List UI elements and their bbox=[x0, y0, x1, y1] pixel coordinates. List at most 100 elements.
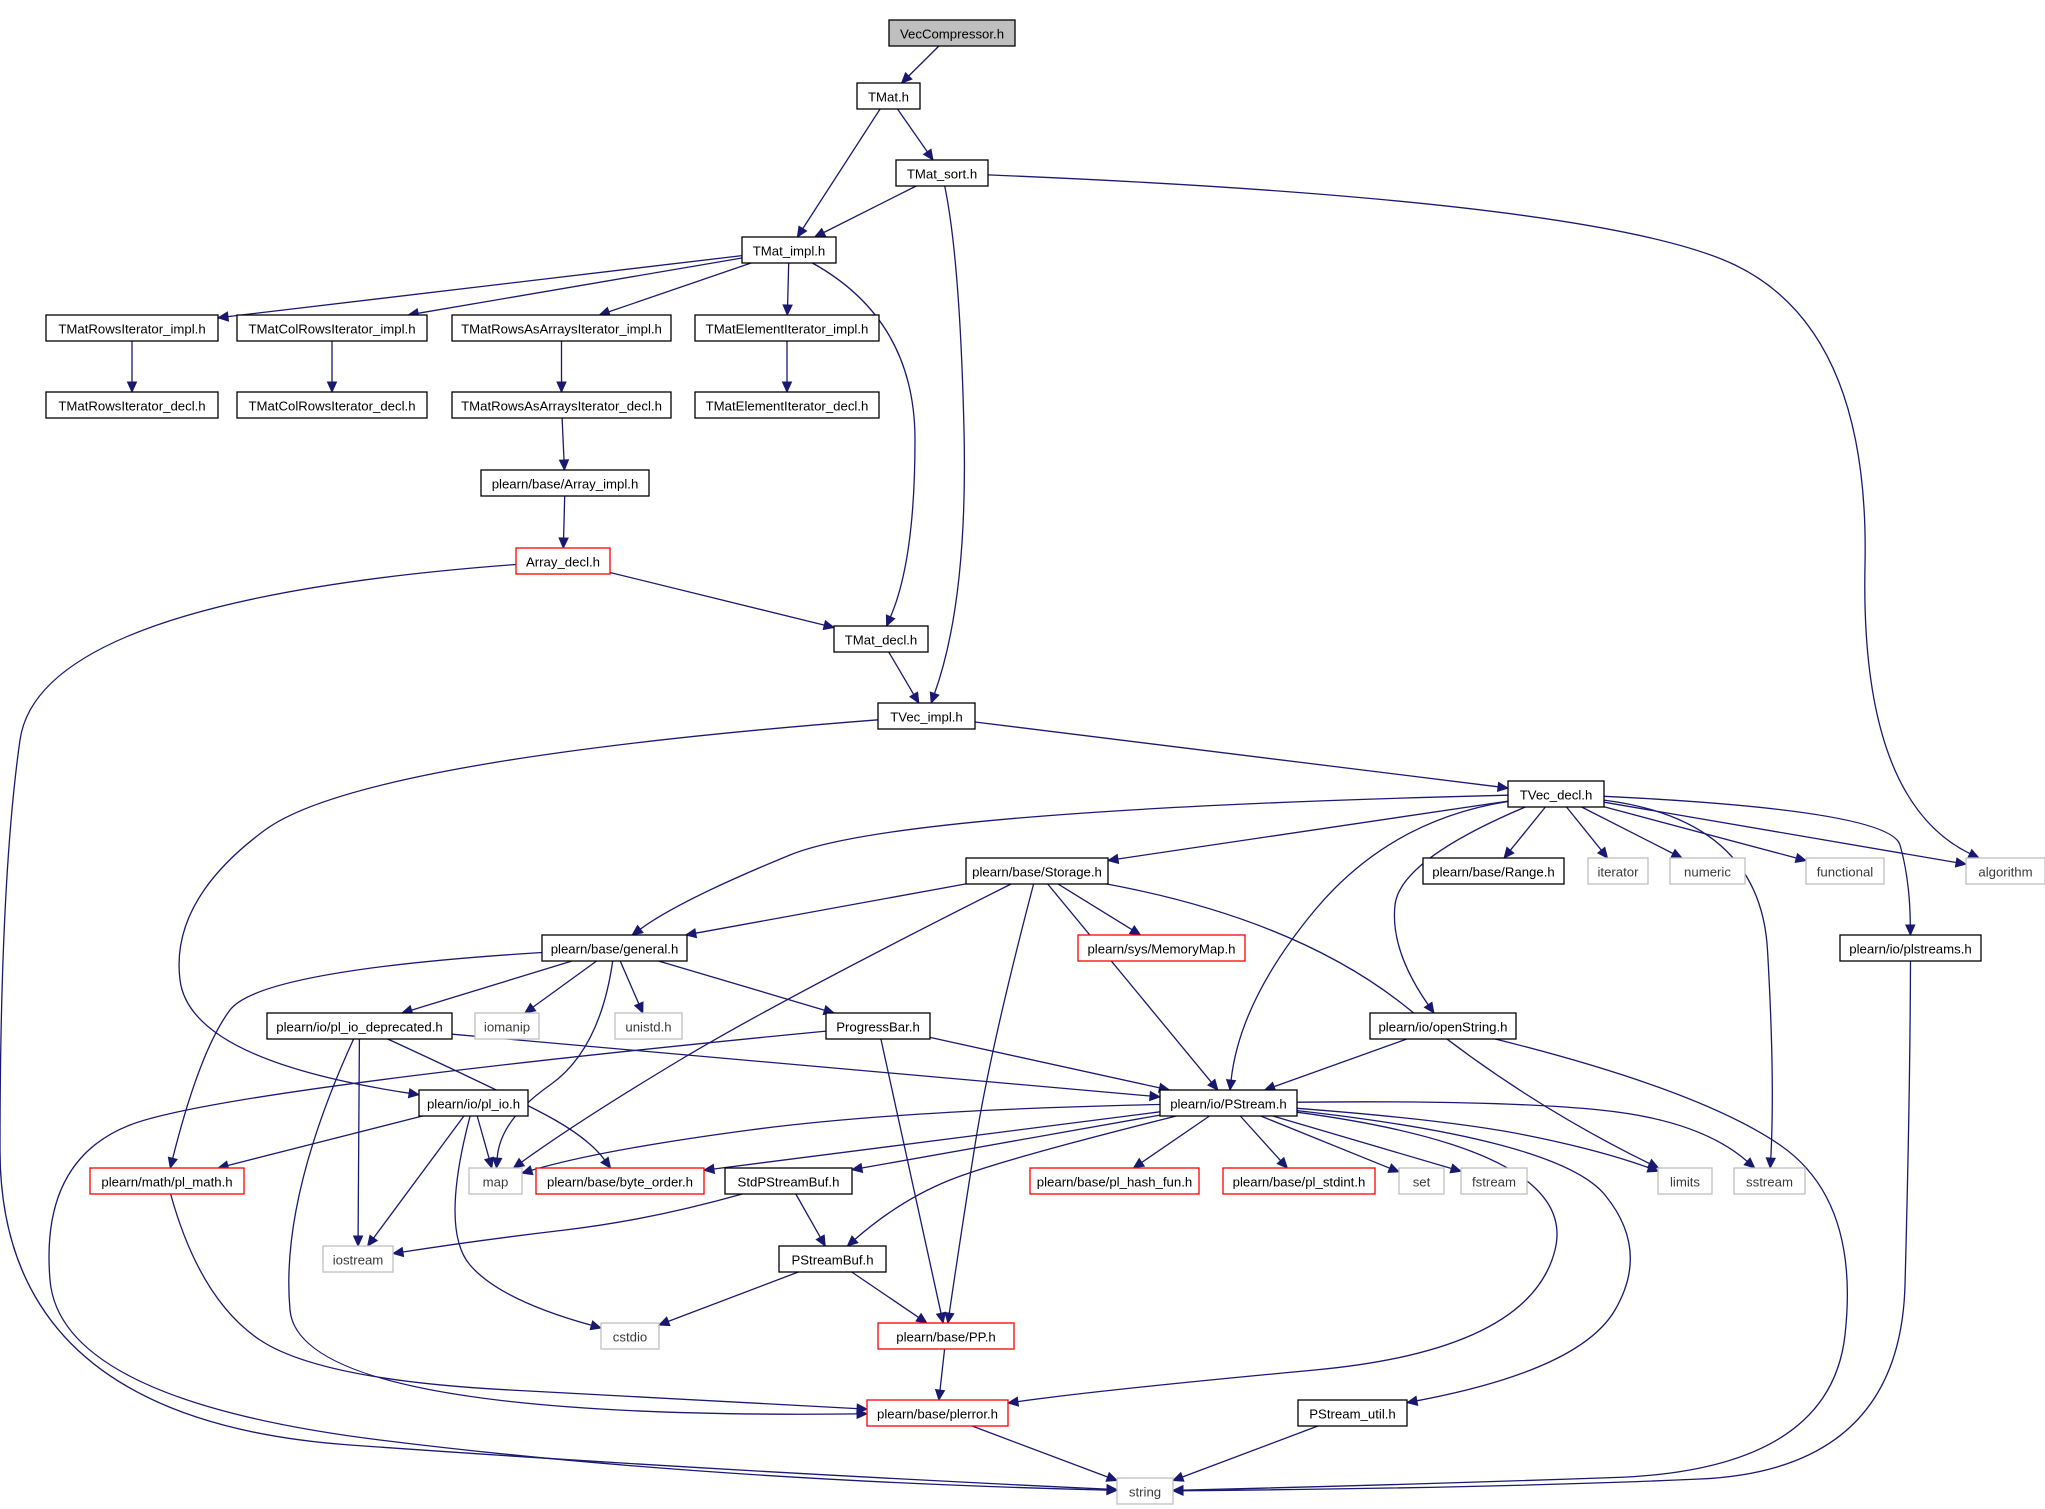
edge-TMatRowsAsArraysIterator_decl-to-Array_impl bbox=[558, 417, 570, 472]
node-box bbox=[724, 1167, 853, 1195]
node-TMatRowsAsArraysIterator_decl[interactable]: TMatRowsAsArraysIterator_decl.h bbox=[451, 391, 672, 419]
arrowhead bbox=[850, 1162, 864, 1174]
node-box bbox=[418, 1089, 529, 1117]
arrowhead bbox=[1106, 853, 1120, 865]
node-set[interactable]: set bbox=[1398, 1167, 1445, 1195]
node-general[interactable]: plearn/base/general.h bbox=[541, 934, 688, 962]
edge-line bbox=[896, 108, 928, 153]
arrowhead bbox=[1765, 1157, 1776, 1170]
node-label: iostream bbox=[333, 1253, 384, 1268]
node-iomanip[interactable]: iomanip bbox=[474, 1012, 540, 1040]
node-string[interactable]: string bbox=[1116, 1477, 1174, 1505]
edge-line bbox=[658, 960, 825, 1011]
edge-line bbox=[933, 185, 966, 694]
arrowhead bbox=[813, 227, 827, 238]
arrowhead bbox=[934, 1389, 946, 1402]
node-Array_decl[interactable]: Array_decl.h bbox=[515, 547, 611, 575]
node-numeric[interactable]: numeric bbox=[1669, 857, 1746, 885]
arrowhead bbox=[944, 1311, 955, 1325]
edge-pl_io-to-map bbox=[476, 1115, 495, 1170]
node-sstream[interactable]: sstream bbox=[1733, 1167, 1806, 1195]
node-PStreamBuf[interactable]: PStreamBuf.h bbox=[778, 1245, 887, 1273]
arrowhead bbox=[815, 1234, 826, 1248]
node-TMatElementIterator_impl[interactable]: TMatElementIterator_impl.h bbox=[694, 314, 880, 342]
edge-TVec_decl-to-algorithm bbox=[1603, 801, 1968, 868]
arrowhead bbox=[915, 1312, 928, 1324]
node-TMat[interactable]: TMat.h bbox=[856, 82, 921, 110]
node-map[interactable]: map bbox=[468, 1167, 523, 1195]
node-pl_io_deprecated[interactable]: plearn/io/pl_io_deprecated.h bbox=[266, 1012, 453, 1040]
node-box bbox=[1398, 1167, 1445, 1195]
node-label: VecCompressor.h bbox=[900, 27, 1004, 42]
node-TMatColRowsIterator_impl[interactable]: TMatColRowsIterator_impl.h bbox=[236, 314, 428, 342]
arrowhead bbox=[846, 1235, 859, 1247]
node-TMat_sort[interactable]: TMat_sort.h bbox=[895, 159, 989, 187]
edge-line bbox=[1393, 806, 1526, 1006]
node-box bbox=[45, 314, 219, 342]
node-PStream_util[interactable]: PStream_util.h bbox=[1297, 1399, 1408, 1427]
edge-line bbox=[417, 257, 743, 314]
edge-line bbox=[1581, 806, 1674, 855]
arrowhead bbox=[856, 1403, 869, 1414]
node-label: limits bbox=[1670, 1175, 1700, 1190]
edge-line bbox=[1296, 1109, 1631, 1402]
node-TMatRowsIterator_impl[interactable]: TMatRowsIterator_impl.h bbox=[45, 314, 219, 342]
node-MemoryMap[interactable]: plearn/sys/MemoryMap.h bbox=[1077, 934, 1246, 962]
edge-PStream-to-plerror bbox=[1006, 1111, 1558, 1407]
edge-line bbox=[172, 951, 543, 1159]
node-box bbox=[45, 391, 219, 419]
node-cstdio[interactable]: cstdio bbox=[600, 1322, 660, 1350]
node-PP[interactable]: plearn/base/PP.h bbox=[877, 1322, 1015, 1350]
node-TVec_impl[interactable]: TVec_impl.h bbox=[877, 702, 976, 730]
node-Range[interactable]: plearn/base/Range.h bbox=[1422, 857, 1565, 885]
node-label: PStream_util.h bbox=[1309, 1407, 1396, 1422]
node-box bbox=[236, 314, 428, 342]
edge-line bbox=[1509, 806, 1546, 851]
node-Storage[interactable]: plearn/base/Storage.h bbox=[965, 857, 1109, 885]
node-TMat_impl[interactable]: TMat_impl.h bbox=[741, 236, 837, 264]
edge-line bbox=[888, 651, 915, 695]
node-limits[interactable]: limits bbox=[1657, 1167, 1713, 1195]
node-VecCompressor[interactable]: VecCompressor.h bbox=[888, 19, 1016, 47]
node-fstream[interactable]: fstream bbox=[1460, 1167, 1528, 1195]
node-unistd[interactable]: unistd.h bbox=[614, 1012, 683, 1040]
node-iterator[interactable]: iterator bbox=[1587, 857, 1649, 885]
arrowhead bbox=[900, 71, 913, 84]
node-pl_math[interactable]: plearn/math/pl_math.h bbox=[89, 1167, 245, 1195]
node-box bbox=[1507, 780, 1605, 808]
node-TMatElementIterator_decl[interactable]: TMatElementIterator_decl.h bbox=[694, 391, 880, 419]
node-pl_stdint[interactable]: plearn/base/pl_stdint.h bbox=[1222, 1167, 1376, 1195]
edge-PStream-to-pl_stdint bbox=[1239, 1115, 1289, 1169]
node-plerror[interactable]: plearn/base/plerror.h bbox=[866, 1399, 1009, 1427]
arrowhead bbox=[558, 537, 569, 550]
node-box bbox=[1587, 857, 1649, 885]
node-Array_impl[interactable]: plearn/base/Array_impl.h bbox=[480, 469, 650, 497]
node-pl_io[interactable]: plearn/io/pl_io.h bbox=[418, 1089, 529, 1117]
node-PStream[interactable]: plearn/io/PStream.h bbox=[1159, 1089, 1298, 1117]
node-TMatColRowsIterator_decl[interactable]: TMatColRowsIterator_decl.h bbox=[236, 391, 428, 419]
node-TVec_decl[interactable]: TVec_decl.h bbox=[1507, 780, 1605, 808]
node-plstreams[interactable]: plearn/io/plstreams.h bbox=[1839, 934, 1982, 962]
node-pl_hash_fun[interactable]: plearn/base/pl_hash_fun.h bbox=[1029, 1167, 1200, 1195]
edge-PStream-to-limits bbox=[1296, 1107, 1660, 1173]
edge-TMat_impl-to-TMatRowsIterator_impl bbox=[216, 254, 743, 322]
arrowhead bbox=[1670, 848, 1683, 859]
node-label: TMatRowsAsArraysIterator_impl.h bbox=[461, 322, 662, 337]
node-label: TMat_sort.h bbox=[907, 167, 977, 182]
edge-line bbox=[496, 960, 614, 1159]
edge-ProgressBar-to-PP bbox=[880, 1038, 947, 1325]
node-functional[interactable]: functional bbox=[1805, 857, 1885, 885]
edge-line bbox=[802, 108, 881, 229]
node-TMat_decl[interactable]: TMat_decl.h bbox=[833, 625, 929, 653]
edge-line bbox=[387, 1038, 606, 1161]
node-TMatRowsIterator_decl[interactable]: TMatRowsIterator_decl.h bbox=[45, 391, 219, 419]
node-iostream[interactable]: iostream bbox=[322, 1245, 394, 1273]
node-byte_order[interactable]: plearn/base/byte_order.h bbox=[535, 1167, 705, 1195]
node-algorithm[interactable]: algorithm bbox=[1965, 857, 2045, 885]
node-StdPStreamBuf[interactable]: StdPStreamBuf.h bbox=[724, 1167, 853, 1195]
node-TMatRowsAsArraysIterator_impl[interactable]: TMatRowsAsArraysIterator_impl.h bbox=[451, 314, 672, 342]
node-openString[interactable]: plearn/io/openString.h bbox=[1369, 1012, 1517, 1040]
node-ProgressBar[interactable]: ProgressBar.h bbox=[825, 1012, 931, 1040]
node-label: TMat.h bbox=[868, 90, 909, 105]
